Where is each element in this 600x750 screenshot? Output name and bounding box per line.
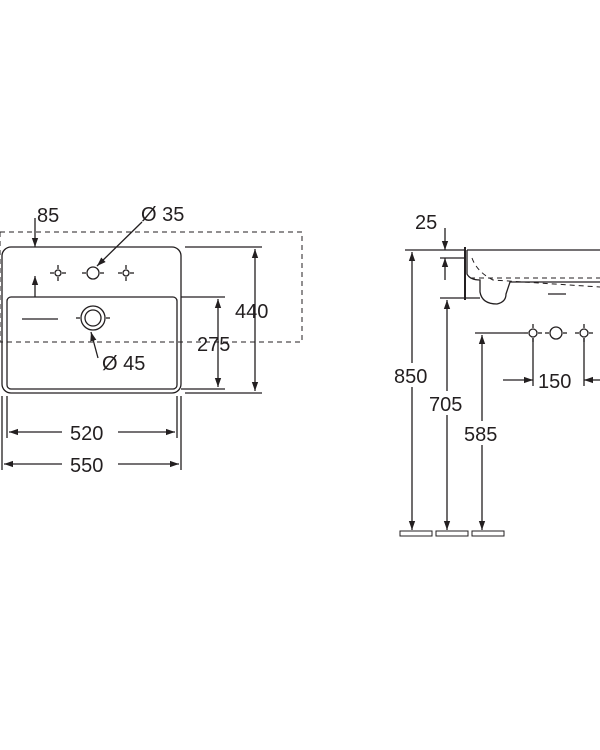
floor-block-1 (399, 530, 433, 537)
basin-inner-profile (471, 257, 600, 288)
waste-outlet (76, 305, 110, 331)
dim-150-label: 150 (538, 371, 571, 393)
dim-35-leader (96, 221, 143, 267)
dim-25-label: 25 (415, 212, 437, 234)
top-view: 85 Ø 35 Ø 45 440 275 520 550 (0, 204, 303, 477)
floor-block-2 (435, 530, 469, 537)
installation-outline (0, 231, 303, 343)
basin-bowl-contour (6, 296, 178, 390)
dim-45-label: Ø 45 (102, 353, 145, 375)
dim-520-label: 520 (70, 423, 103, 445)
dim-45-leader (90, 331, 99, 359)
basin-side-profile (466, 249, 600, 305)
dim-440-label: 440 (235, 301, 268, 323)
dim-85-label: 85 (37, 205, 59, 227)
wall-hole-left (524, 324, 542, 342)
tap-hole-right (118, 265, 134, 281)
dim-275-label: 275 (197, 334, 230, 356)
dim-585-label: 585 (464, 424, 497, 446)
dim-850-label: 850 (394, 366, 427, 388)
dim-550-label: 550 (70, 455, 103, 477)
basin-outer-contour (1, 246, 182, 394)
wall-hole-center (545, 326, 567, 340)
tap-hole-left (50, 265, 66, 281)
floor-block-3 (471, 530, 505, 537)
dim-705-label: 705 (429, 394, 462, 416)
tap-hole-center (82, 266, 104, 280)
dim-35-label: Ø 35 (141, 204, 184, 226)
side-view: 25 850 705 585 150 (393, 212, 600, 537)
